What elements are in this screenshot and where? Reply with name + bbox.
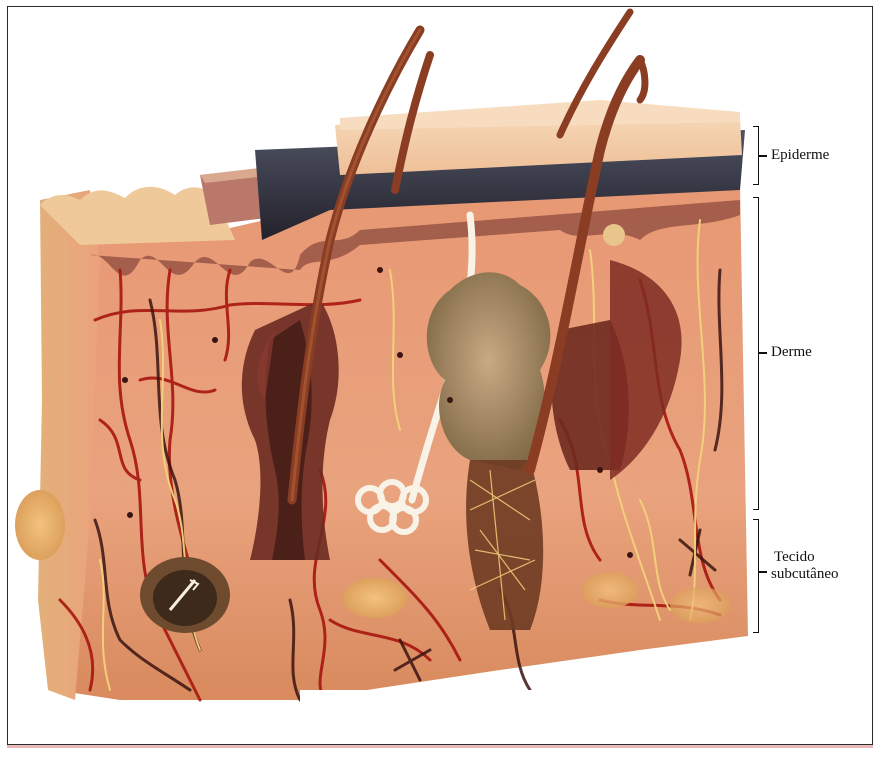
tecido-subcutaneo-bracket [753, 519, 759, 633]
label-tecido-line1: Tecido [774, 549, 838, 566]
label-tecido-subcutaneo: Tecido subcutâneo [771, 549, 838, 583]
derme-bracket [753, 197, 759, 510]
label-derme: Derme [771, 344, 812, 361]
epiderme-tick [759, 155, 767, 157]
derme-tick [759, 352, 767, 354]
label-tecido-line2: subcutâneo [771, 566, 838, 583]
tecido-subcutaneo-tick [759, 571, 767, 573]
label-epiderme: Epiderme [771, 147, 829, 164]
